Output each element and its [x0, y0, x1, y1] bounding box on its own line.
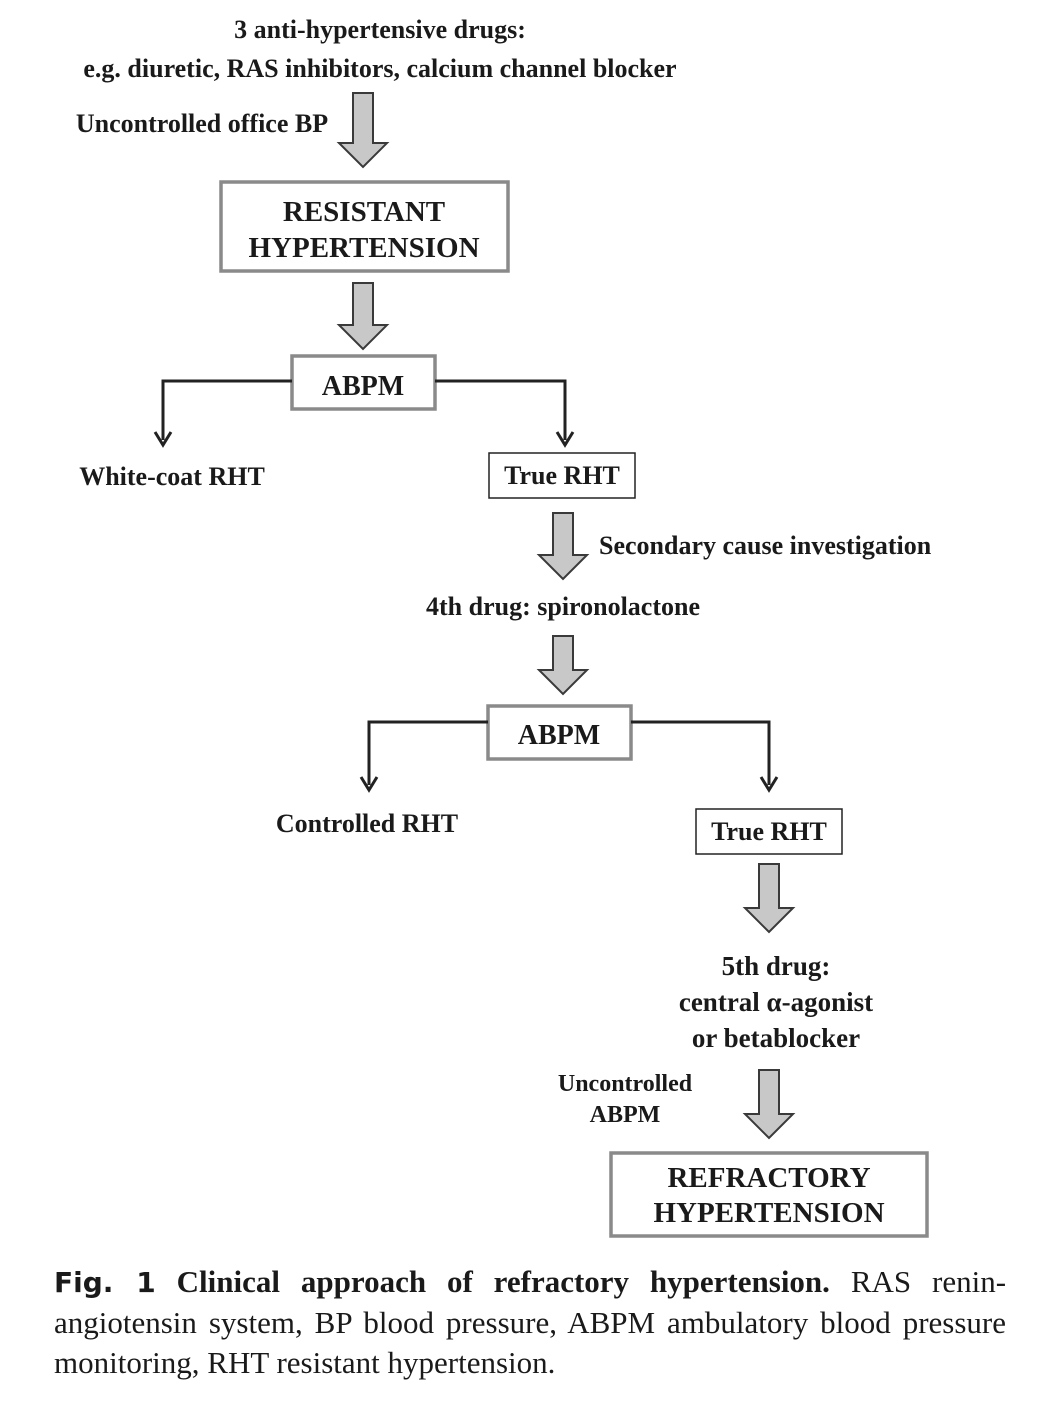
abpm-box-1 — [290, 354, 437, 411]
flowchart: 3 anti-hypertensive drugs: e.g. diuretic… — [76, 15, 932, 1238]
fourth-drug-label: 4th drug: spironolactone — [426, 592, 700, 621]
controlled-rht-label: Controlled RHT — [276, 809, 458, 838]
resistant-line1: RESISTANT — [283, 196, 445, 228]
refractory-hypertension-box — [609, 1151, 929, 1238]
refractory-line1: REFRACTORY — [667, 1162, 870, 1194]
uncontrolled-office-bp-label: Uncontrolled office BP — [76, 109, 328, 138]
refractory-line2: HYPERTENSION — [653, 1197, 884, 1229]
branch-left-1 — [153, 379, 292, 448]
resistant-hypertension-box — [219, 180, 510, 273]
block-arrow-4 — [536, 635, 590, 696]
fifth-drug-line3: or betablocker — [692, 1023, 860, 1053]
uncontrolled-abpm-line2: ABPM — [590, 1102, 661, 1128]
uncontrolled-abpm-line1: Uncontrolled — [558, 1071, 693, 1097]
fifth-drug-line2: central α-agonist — [679, 987, 873, 1017]
block-arrow-6 — [742, 1069, 796, 1140]
fifth-drug-line1: 5th drug: — [722, 951, 831, 981]
secondary-cause-label: Secondary cause investigation — [599, 531, 932, 560]
caption-title: Clinical approach of refractory hyperten… — [176, 1264, 830, 1299]
branch-right-2 — [631, 720, 779, 793]
top-label-line2: e.g. diuretic, RAS inhibitors, calcium c… — [83, 54, 676, 83]
caption-text: RAS renin-angiotensin system, BP blood p… — [54, 1264, 1007, 1380]
block-arrow-3 — [536, 512, 590, 581]
figure-caption: Fig. 1 Clinical approach of refractory h… — [54, 1262, 1006, 1383]
white-coat-rht-label: White-coat RHT — [79, 462, 265, 491]
abpm-2-label: ABPM — [518, 720, 600, 751]
caption-fig-label: Fig. 1 — [54, 1266, 156, 1299]
branch-right-1 — [435, 379, 575, 448]
true-rht-2-label: True RHT — [711, 817, 827, 846]
abpm-box-2 — [486, 704, 633, 761]
abpm-1-label: ABPM — [322, 371, 404, 402]
true-rht-box-1 — [488, 452, 636, 499]
branch-left-2 — [359, 720, 488, 793]
true-rht-1-label: True RHT — [504, 461, 620, 490]
resistant-line2: HYPERTENSION — [248, 232, 479, 264]
block-arrow-5 — [742, 863, 796, 934]
block-arrow-2 — [336, 282, 390, 351]
top-label-line1: 3 anti-hypertensive drugs: — [234, 15, 526, 44]
true-rht-box-2 — [695, 808, 843, 855]
block-arrow-1 — [336, 92, 390, 169]
